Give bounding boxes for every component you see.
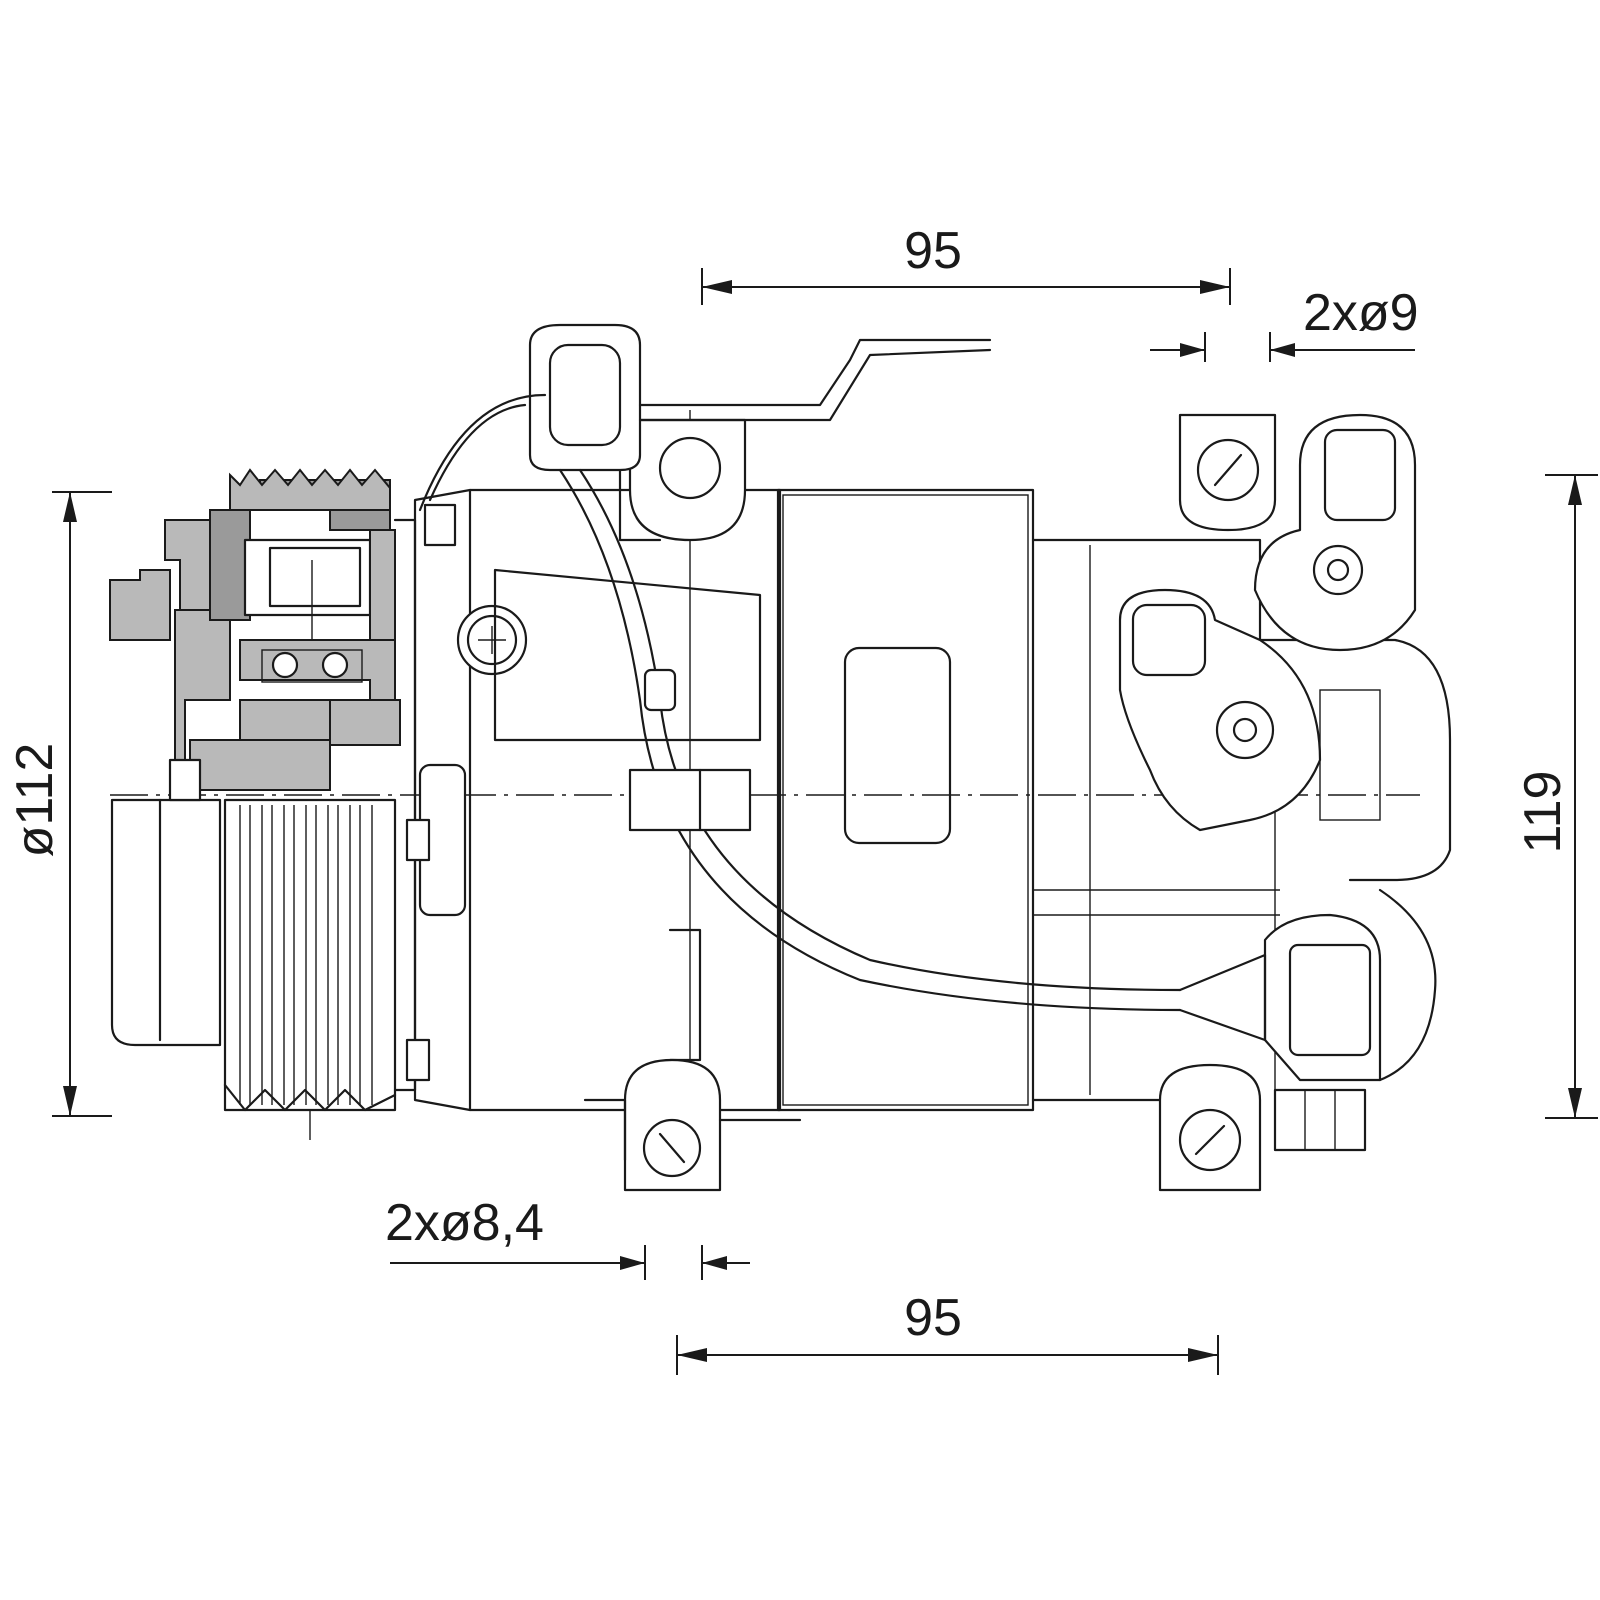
pulley-diameter-label: ø112 [6,743,64,858]
lower-hole-label: 2xø8,4 [385,1194,544,1252]
rear-housing [1031,413,1452,1192]
dimension-bottom-width: 95 [676,1289,1219,1375]
pulley-clutch-assembly [109,468,401,1140]
electrical-connectors [418,323,1437,1152]
bottom-width-label: 95 [904,1289,962,1347]
upper-hole-label: 2xø9 [1303,284,1419,342]
dimension-upper-hole: 2xø9 [1150,284,1419,362]
dimension-pulley-diameter: ø112 [6,491,112,1117]
front-housing [393,488,528,1112]
height-label: 119 [1514,771,1572,854]
dimension-lower-hole: 2xø8,4 [385,1194,750,1280]
service-ports [1118,413,1417,832]
pulley-grooves [239,805,373,1105]
top-width-label: 95 [904,222,962,280]
dimension-top-width: 95 [701,222,1231,305]
compressor-body [468,398,1035,1192]
dimension-height: 119 [1514,474,1598,1119]
